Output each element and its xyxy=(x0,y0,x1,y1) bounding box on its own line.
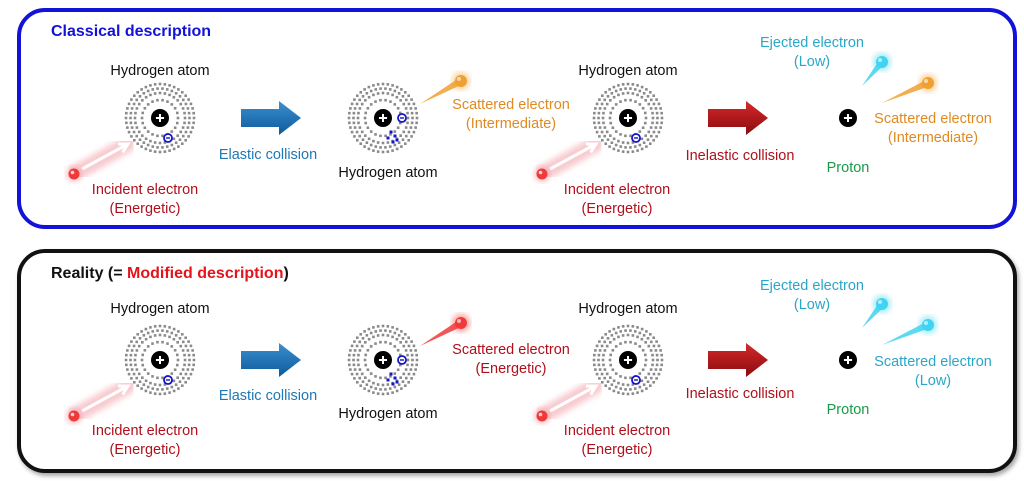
scattered-electron-icon xyxy=(882,316,937,345)
atom-label: Hydrogen atom xyxy=(110,301,210,317)
incident-electron-icon xyxy=(66,136,136,182)
ejected-electron-icon xyxy=(862,295,891,328)
incident-electron-icon xyxy=(66,378,136,424)
proton-label: Proton xyxy=(826,160,870,176)
scattered-electron-icon xyxy=(420,72,470,104)
hydrogen-atom-icon xyxy=(347,324,419,396)
inelastic-collision-label: Inelastic collision xyxy=(685,148,795,164)
hydrogen-atom-icon xyxy=(124,324,196,396)
elastic-collision-label: Elastic collision xyxy=(218,388,318,404)
proton-icon xyxy=(619,351,637,369)
incident-electron-label: Incident electron(Energetic) xyxy=(91,182,199,217)
hydrogen-atom-icon xyxy=(124,82,196,154)
atom-label: Hydrogen atom xyxy=(338,165,438,181)
proton-icon xyxy=(839,351,857,369)
proton-icon xyxy=(151,351,169,369)
proton-icon xyxy=(151,109,169,127)
ejected-electron-label: Ejected electron(Low) xyxy=(760,278,864,313)
scattered-electron-icon xyxy=(882,74,937,103)
elastic-collision-arrow-icon xyxy=(241,101,301,135)
incident-electron-icon xyxy=(534,136,604,182)
panel-title-reality: Reality (= Modified description) xyxy=(51,265,289,282)
hydrogen-atom-icon xyxy=(347,82,419,154)
scattered-electron-label: Scattered electron(Intermediate) xyxy=(874,111,992,146)
scattered-electron-label: Scattered electron(Intermediate) xyxy=(452,97,570,132)
bound-electron-icon xyxy=(631,375,641,385)
scattered-electron-label: Scattered electron(Energetic) xyxy=(452,342,570,377)
scattered-electron-icon xyxy=(420,314,470,346)
excitation-marks-icon xyxy=(386,130,399,144)
incident-electron-icon xyxy=(534,378,604,424)
inelastic-collision-label: Inelastic collision xyxy=(685,386,795,402)
scattered-electron-label: Scattered electron(Low) xyxy=(874,354,992,389)
bound-electron-icon xyxy=(163,133,173,143)
inelastic-collision-arrow-icon xyxy=(708,343,768,377)
incident-electron-label: Incident electron(Energetic) xyxy=(91,423,199,458)
ejected-electron-icon xyxy=(862,53,891,86)
incident-electron-label: Incident electron(Energetic) xyxy=(563,423,671,458)
panel-title-classical: Classical description xyxy=(51,23,212,40)
proton-icon xyxy=(839,109,857,127)
inelastic-collision-arrow-icon xyxy=(708,101,768,135)
atom-label: Hydrogen atom xyxy=(110,63,210,79)
proton-label: Proton xyxy=(826,402,870,418)
atom-label: Hydrogen atom xyxy=(578,301,678,317)
elastic-collision-label: Elastic collision xyxy=(218,147,318,163)
bound-electron-icon xyxy=(163,375,173,385)
hydrogen-atom-icon xyxy=(592,324,664,396)
bound-electron-icon xyxy=(397,355,407,365)
excitation-marks-icon xyxy=(386,372,399,386)
atom-label: Hydrogen atom xyxy=(338,406,438,422)
proton-icon xyxy=(619,109,637,127)
proton-icon xyxy=(374,109,392,127)
proton-icon xyxy=(374,351,392,369)
elastic-collision-arrow-icon xyxy=(241,343,301,377)
atom-label: Hydrogen atom xyxy=(578,63,678,79)
bound-electron-icon xyxy=(397,113,407,123)
ejected-electron-label: Ejected electron(Low) xyxy=(760,35,864,70)
bound-electron-icon xyxy=(631,133,641,143)
incident-electron-label: Incident electron(Energetic) xyxy=(563,182,671,217)
